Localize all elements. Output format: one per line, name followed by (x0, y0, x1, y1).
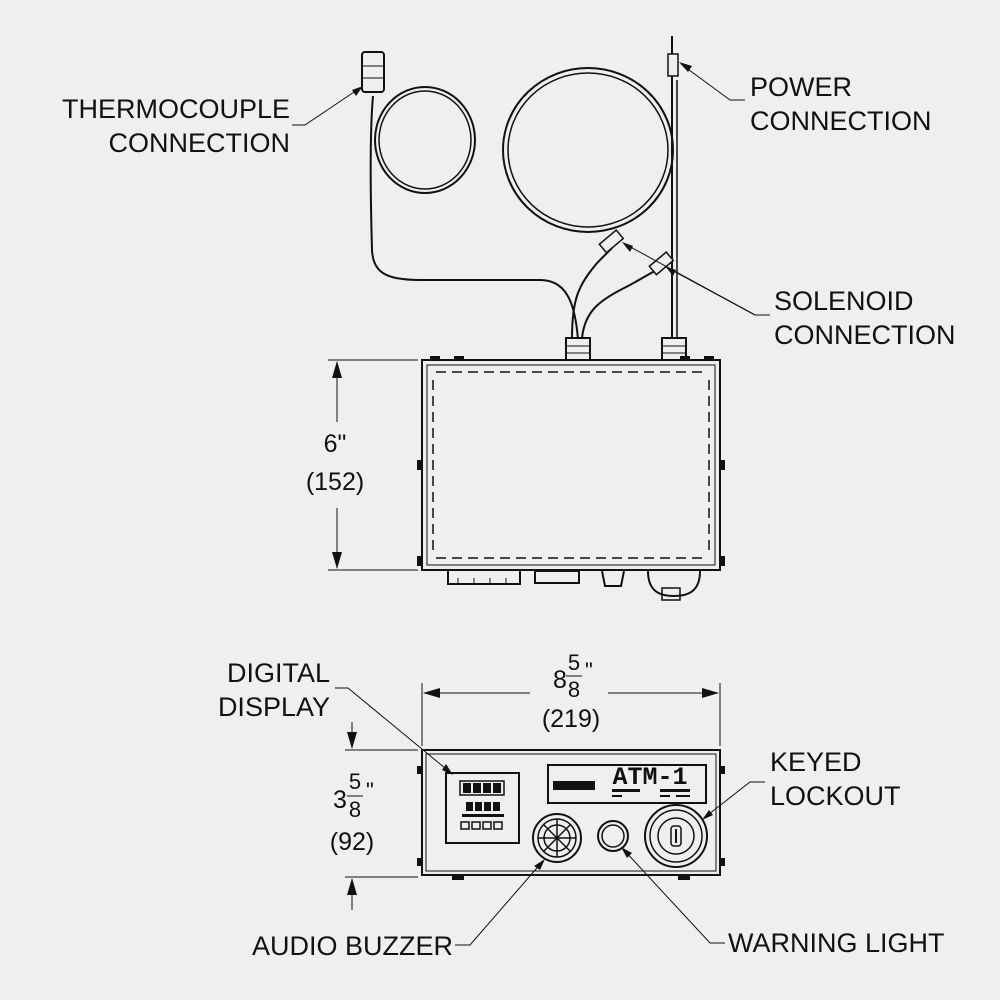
width-numerator: 5 (568, 650, 580, 675)
thermocouple-label-line-1: THERMOCOUPLE (62, 94, 290, 124)
keyed-lockout-label-line-1: KEYED (770, 747, 862, 777)
label-plate: ATM-1 (547, 763, 707, 804)
height-mm: (152) (306, 468, 364, 496)
warning-light-label: WARNING LIGHT (728, 928, 945, 958)
warning-light (597, 820, 629, 852)
front-view: ATM-1 (330, 650, 725, 910)
digital-display-label-line-2: DISPLAY (218, 692, 330, 722)
digital-display-callout (335, 687, 453, 775)
digital-display-label-line-1: DIGITAL (227, 658, 330, 688)
depth-inch-mark: " (366, 778, 374, 803)
keyed-lockout (644, 804, 708, 868)
enclosure-top-view (417, 356, 725, 601)
power-label-line-2: CONNECTION (750, 106, 932, 136)
depth-mm: (92) (330, 828, 374, 856)
depth-denominator: 8 (349, 797, 361, 822)
solenoid-callout (622, 242, 770, 316)
solenoid-connector-1 (598, 229, 625, 254)
width-whole: 8 (553, 666, 567, 694)
thermocouple-callout (292, 86, 363, 126)
power-callout (679, 62, 745, 101)
audio-buzzer-callout (455, 859, 545, 946)
keyed-lockout-label-line-2: LOCKOUT (770, 781, 901, 811)
warning-light-callout (621, 847, 725, 944)
power-label-line-1: POWER (750, 72, 852, 102)
depth-dimension (345, 722, 418, 910)
cable-gland-left (565, 337, 591, 361)
keyed-lockout-callout (702, 781, 765, 820)
top-view: 6" (152) (306, 36, 725, 601)
solenoid-label-line-1: SOLENOID (774, 286, 914, 316)
digital-display (445, 772, 520, 844)
power-cable (502, 36, 679, 338)
solenoid-leads (571, 229, 675, 339)
power-plug (667, 53, 679, 77)
depth-numerator: 5 (349, 769, 361, 794)
width-dimension (421, 683, 721, 746)
height-dimension (328, 359, 418, 571)
audio-buzzer-label: AUDIO BUZZER (252, 931, 453, 961)
audio-buzzer (532, 813, 582, 863)
model-badge: ATM-1 (612, 763, 687, 792)
width-mm: (219) (542, 705, 600, 733)
thermocouple-plug (361, 51, 385, 93)
height-inches: 6" (324, 430, 347, 458)
thermocouple-cable (361, 51, 579, 341)
width-denominator: 8 (568, 677, 580, 702)
width-inch-mark: " (585, 658, 593, 683)
solenoid-label-line-2: CONNECTION (774, 320, 956, 350)
thermocouple-label-line-2: CONNECTION (109, 128, 291, 158)
depth-whole: 3 (333, 786, 347, 814)
